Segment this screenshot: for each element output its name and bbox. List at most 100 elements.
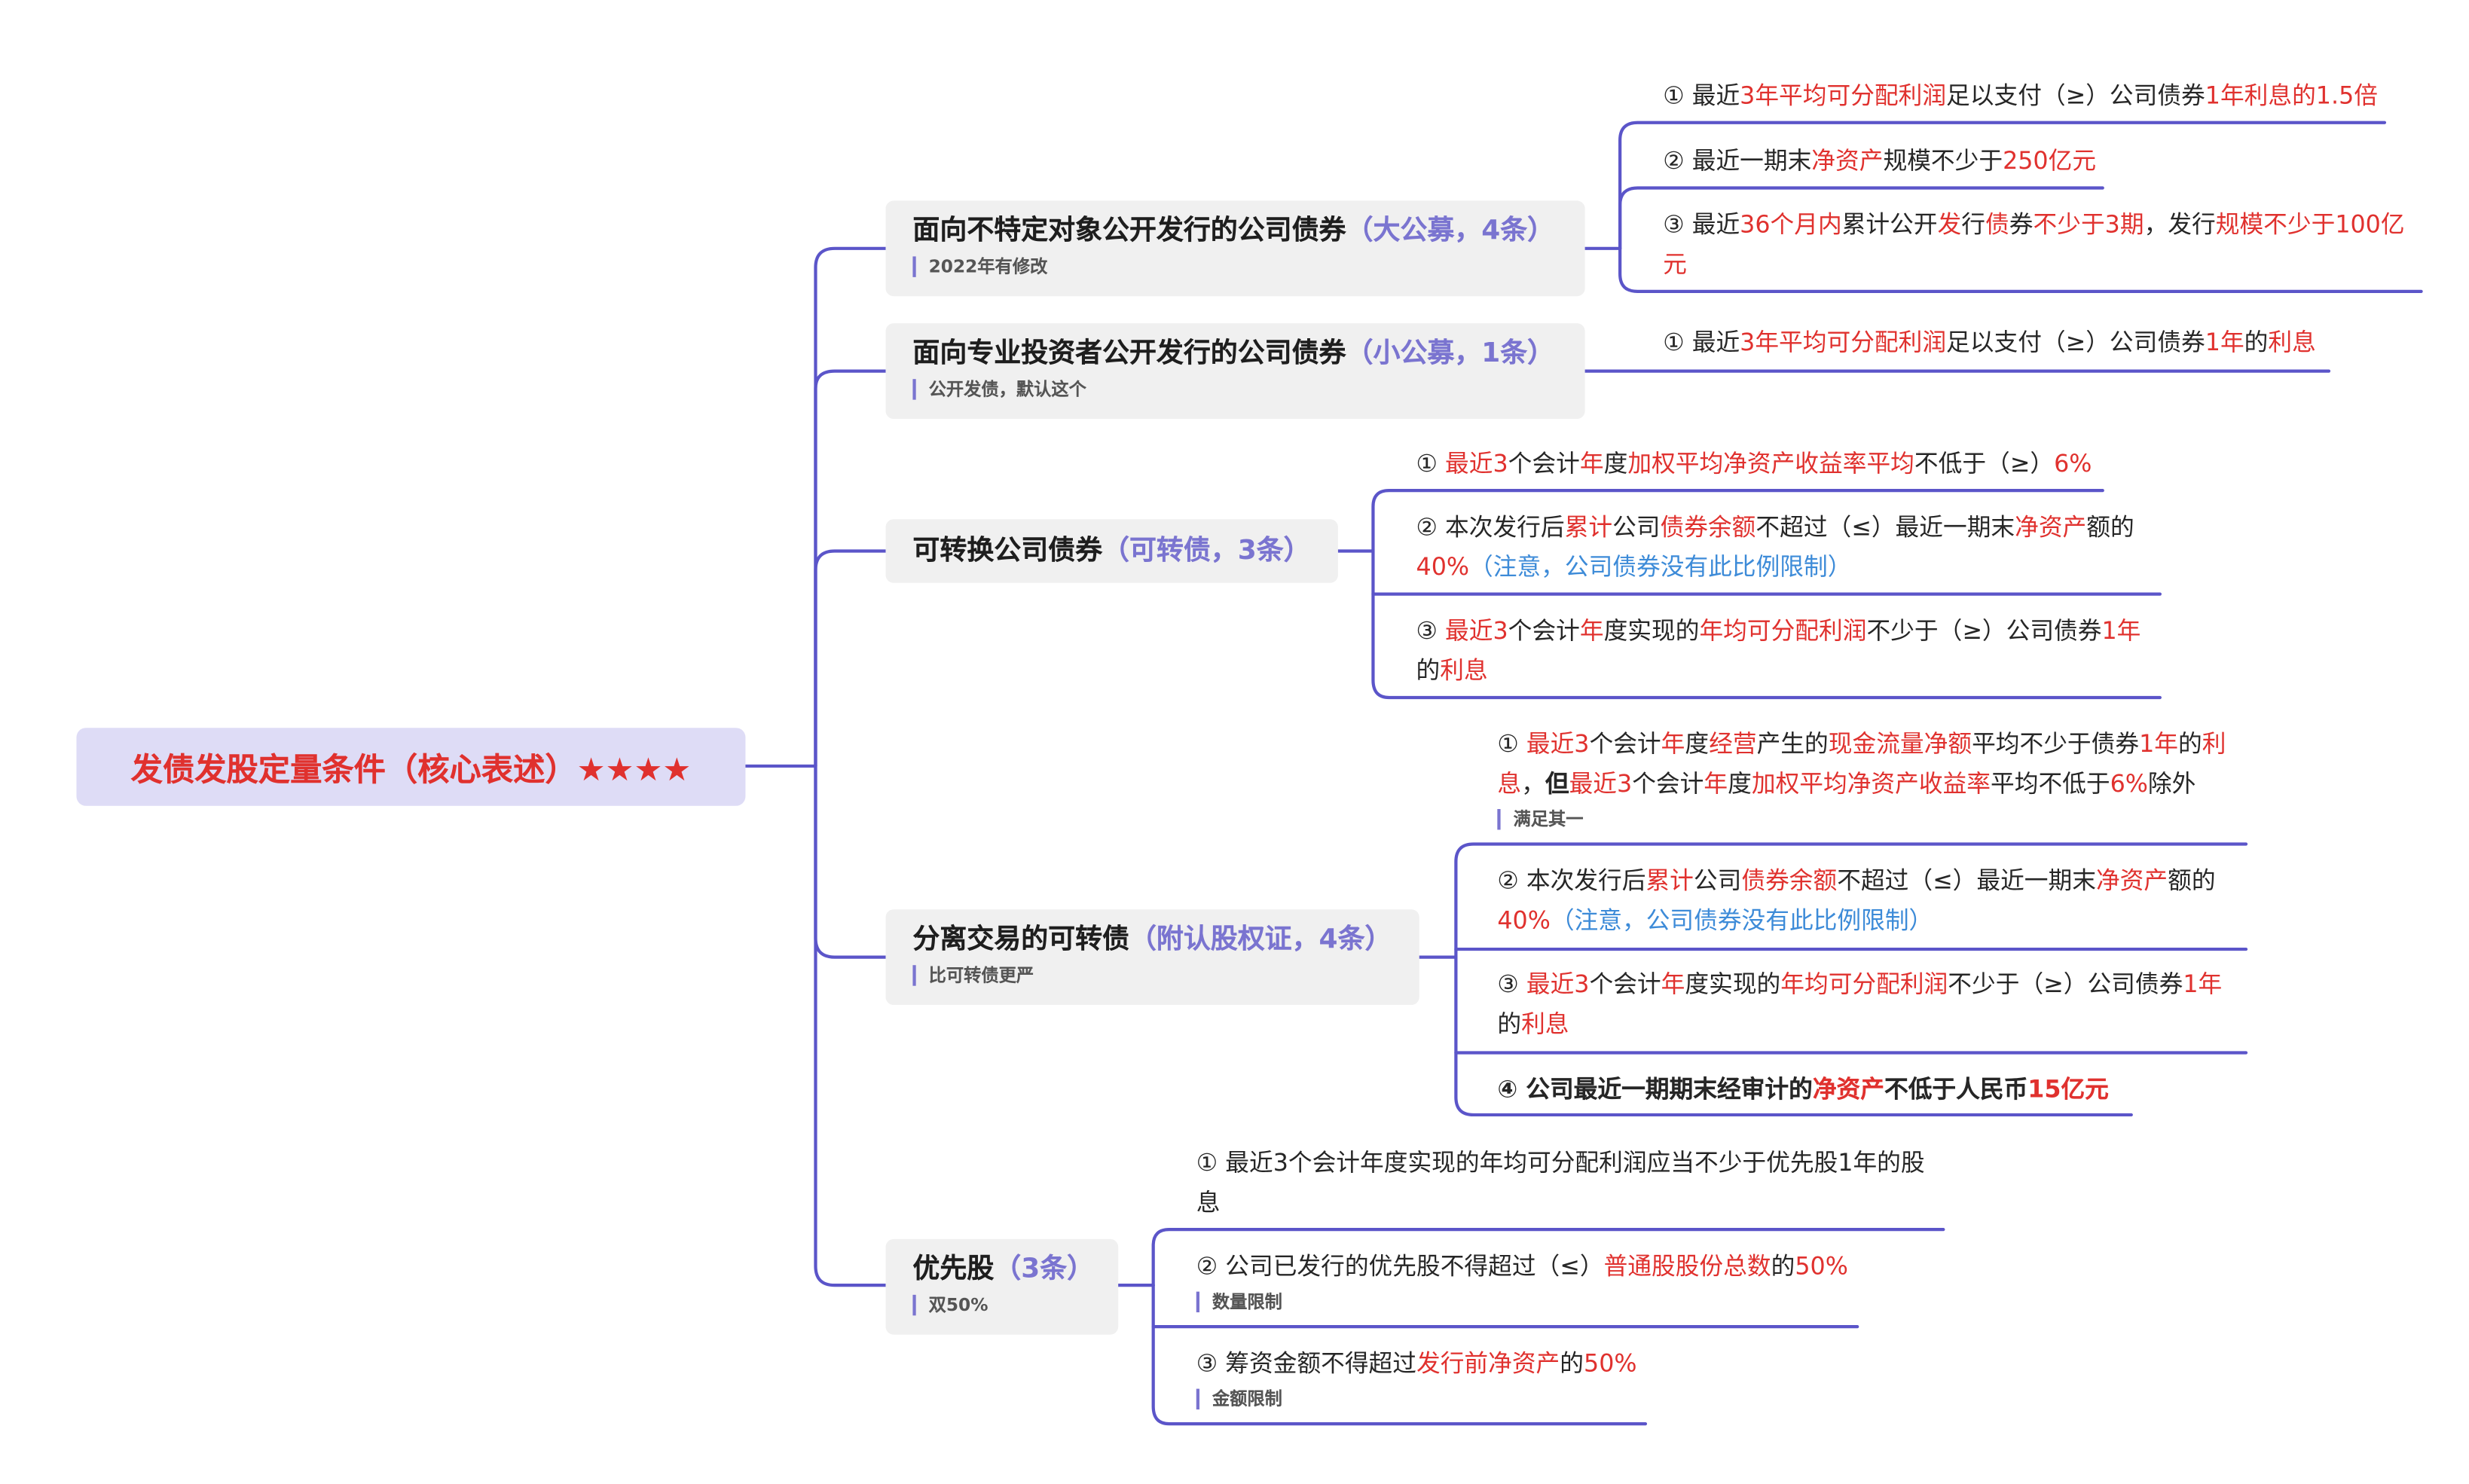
branch-tag: （附认股权证，4条） (1129, 924, 1392, 956)
leaf-item: ① 最近3个会计年度实现的年均可分配利润应当不少于优先股1年的股息 (1196, 1144, 1942, 1223)
branch-tag: （大公募，4条） (1346, 215, 1555, 247)
root-node[interactable]: 发债发股定量条件（核心表述）★★★★ (76, 728, 746, 806)
text-run: 度 (1603, 449, 1628, 478)
text-run: 平均不少于债券 (1972, 729, 2140, 759)
text-run: 个会计 (1589, 729, 1661, 759)
text-run: 不少于（≥）公司债券 (1948, 969, 2183, 999)
text-run: 净资产 (1812, 1075, 1884, 1104)
text-run: 50% (1584, 1348, 1637, 1378)
text-run: 公司 (1693, 866, 1742, 896)
text-run: 最近3 (1445, 616, 1508, 646)
branch-note: 2022年有修改 (912, 256, 1047, 277)
root-title: 发债发股定量条件（核心表述）★★★★ (130, 750, 692, 789)
text-run: 发 (1937, 210, 1962, 240)
text-run: 足以支付（≥）公司债券 (1946, 81, 2205, 110)
leaf-item: ① 最近3年平均可分配利润足以支付（≥）公司债券1年利息的1.5倍 (1663, 76, 2412, 116)
leaf-text: ① 最近3个会计年度加权平均净资产收益率平均不低于（≥）6% (1416, 444, 2165, 484)
branch-separable-bond[interactable]: 分离交易的可转债（附认股权证，4条） 比可转债更严 (885, 909, 1419, 1006)
leaf-item: ③ 筹资金额不得超过发行前净资产的50%金额限制 (1196, 1344, 1942, 1410)
text-run: 债券余额 (1660, 512, 1756, 542)
text-run: 1年利息的1.5倍 (2205, 81, 2378, 110)
text-run: 1年 (2183, 969, 2223, 999)
text-run: 最近3 (1526, 969, 1590, 999)
text-run: 净资产 (2015, 512, 2087, 542)
text-run: 250亿元 (2003, 146, 2097, 176)
text-run: 利息 (1497, 729, 2226, 798)
branch-professional-bond[interactable]: 面向专业投资者公开发行的公司债券（小公募，1条） 公开发债，默认这个 (885, 323, 1585, 420)
leaf-text: ③ 最近36个月内累计公开发行债券不少于3期，发行规模不少于100亿元 (1663, 206, 2421, 286)
text-run: 平均不低于 (1991, 769, 2110, 798)
text-run: ① 最近3个会计年度实现的年均可分配利润应当不少于优先股1年的股息 (1196, 1148, 1925, 1217)
text-run: ① 最近 (1663, 81, 1740, 110)
leaf-text: ① 最近3年平均可分配利润足以支付（≥）公司债券1年的利息 (1663, 323, 2412, 363)
branch-note: 公开发债，默认这个 (912, 379, 1086, 400)
branch-title: 可转换公司债券（可转债，3条） (912, 535, 1311, 567)
text-run: （注意，公司债券没有此比例限制） (1469, 552, 1852, 582)
text-run: 年 (1661, 969, 1685, 999)
text-run: 不超过（≤）最近一期末 (1755, 512, 2015, 542)
leaf-item: ③ 最近36个月内累计公开发行债券不少于3期，发行规模不少于100亿元 (1663, 206, 2421, 286)
text-run: 度 (1685, 729, 1710, 759)
text-run: 50% (1795, 1251, 1848, 1281)
text-run: 净资产 (2095, 866, 2168, 896)
text-run: 的 (2244, 328, 2269, 357)
text-run: 最近3 (1526, 729, 1590, 759)
text-run: 但 (1545, 769, 1569, 798)
branch-public-bond[interactable]: 面向不特定对象公开发行的公司债券（大公募，4条） 2022年有修改 (885, 200, 1585, 297)
text-run: 年均可分配利润 (1780, 969, 1948, 999)
branch-tag: （小公募，1条） (1346, 337, 1555, 370)
text-run: 债 (1985, 210, 2009, 240)
text-run: 足以支付（≥）公司债券 (1946, 328, 2205, 357)
branch-preferred-stock[interactable]: 优先股（3条） 双50% (885, 1238, 1119, 1335)
text-run: 利息 (1521, 1009, 1569, 1039)
leaf-item: ① 最近3个会计年度经营产生的现金流量净额平均不少于债券1年的利息，但最近3个会… (1497, 725, 2242, 830)
text-run: ① (1497, 729, 1526, 759)
text-run: （注意，公司债券没有此比例限制） (1550, 905, 1933, 936)
text-run: 现金流量净额 (1828, 729, 1972, 759)
text-run: 个会计 (1508, 449, 1580, 478)
leaf-text: ② 本次发行后累计公司债券余额不超过（≤）最近一期末净资产额的40%（注意，公司… (1497, 862, 2242, 942)
text-run: 3年平均可分配利润 (1740, 328, 1947, 357)
leaf-item: ③ 最近3个会计年度实现的年均可分配利润不少于（≥）公司债券1年的利息 (1416, 612, 2159, 692)
text-run: 券 (2009, 210, 2034, 240)
text-run: 发行前净资产 (1416, 1348, 1560, 1378)
leaf-text: ③ 最近3个会计年度实现的年均可分配利润不少于（≥）公司债券1年的利息 (1497, 965, 2242, 1045)
text-run: 不少于（≥）公司债券 (1866, 616, 2102, 646)
text-run: 累计 (1645, 866, 1694, 896)
text-run: 1年 (2205, 328, 2244, 357)
text-run: 年 (1704, 769, 1728, 798)
leaf-item: ① 最近3个会计年度加权平均净资产收益率平均不低于（≥）6% (1416, 444, 2165, 484)
text-run: 度实现的 (1603, 616, 1700, 646)
branch-convertible-bond[interactable]: 可转换公司债券（可转债，3条） (885, 519, 1338, 583)
text-run: ① (1416, 449, 1446, 478)
text-run: 个会计 (1632, 769, 1704, 798)
text-run: 40% (1497, 905, 1551, 936)
text-run: 6% (2054, 449, 2092, 478)
text-run: 加权平均净资产收益率 (1751, 769, 1991, 798)
text-run: 经营 (1709, 729, 1757, 759)
text-run: ③ 筹资金额不得超过 (1196, 1348, 1416, 1378)
leaf-text: ③ 筹资金额不得超过发行前净资产的50% (1196, 1344, 1942, 1384)
text-run: 最近3 (1569, 769, 1633, 798)
leaf-text: ② 本次发行后累计公司债券余额不超过（≤）最近一期末净资产额的40%（注意，公司… (1416, 508, 2159, 588)
text-run: 额的 (2086, 512, 2134, 542)
text-run: 净资产 (1811, 146, 1884, 176)
text-run: 规模不少于 (1883, 146, 2003, 176)
text-run: 不低于（≥） (1914, 449, 2055, 478)
text-run: 除外 (2147, 769, 2196, 798)
text-run: 度实现的 (1685, 969, 1781, 999)
text-run: 利息 (1440, 656, 1488, 686)
leaf-note: 数量限制 (1196, 1291, 1282, 1313)
leaf-item: ① 最近3年平均可分配利润足以支付（≥）公司债券1年的利息 (1663, 323, 2412, 363)
branch-title: 面向专业投资者公开发行的公司债券（小公募，1条） (912, 337, 1555, 370)
branch-note: 比可转债更严 (912, 965, 1034, 986)
leaf-item: ② 最近一期末净资产规模不少于250亿元 (1663, 142, 2412, 182)
text-run: 3年平均可分配利润 (1740, 81, 1947, 110)
text-run: ③ (1497, 969, 1526, 999)
branch-tag: （3条） (994, 1253, 1095, 1286)
text-run: 规模不少于100亿元 (1663, 210, 2405, 279)
branch-title: 优先股（3条） (912, 1253, 1095, 1286)
text-run: 加权平均净资产收益率平均 (1627, 449, 1914, 478)
text-run: 最近3 (1445, 449, 1508, 478)
branch-title: 面向不特定对象公开发行的公司债券（大公募，4条） (912, 215, 1555, 247)
